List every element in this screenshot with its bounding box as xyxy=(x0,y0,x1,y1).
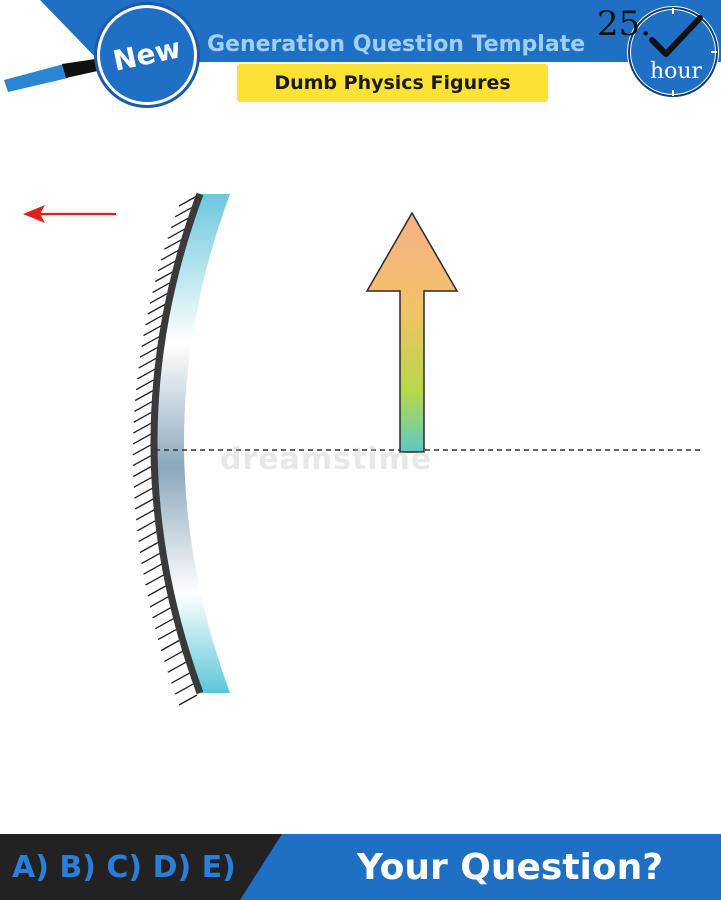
new-badge: New xyxy=(97,5,197,105)
hatch-mark xyxy=(138,531,157,543)
hatch-mark xyxy=(167,661,187,673)
header-band xyxy=(40,0,721,62)
hatch-mark xyxy=(134,487,153,499)
clock-unit: hour xyxy=(649,59,703,84)
hatch-mark xyxy=(160,639,180,652)
hatch-mark xyxy=(154,618,174,630)
hatch-mark xyxy=(139,541,159,554)
hatch-mark xyxy=(147,303,167,315)
hatch-mark xyxy=(178,694,198,706)
hatch-mark xyxy=(141,552,161,564)
subtitle-box: Dumb Physics Figures xyxy=(237,64,548,102)
red-arrow-head xyxy=(23,205,45,223)
hatch-mark xyxy=(133,476,153,488)
hatch-mark xyxy=(174,206,194,218)
hatch-mark xyxy=(139,346,159,358)
hatch-mark xyxy=(136,520,156,532)
hatch-mark xyxy=(135,509,155,521)
header-band-shape xyxy=(40,0,721,62)
hatch-mark xyxy=(136,368,156,380)
question-prompt: Your Question? xyxy=(356,847,664,888)
hatch-mark xyxy=(132,433,152,445)
answer-options: A) B) C) D) E) xyxy=(12,850,236,885)
hatch-mark xyxy=(143,563,162,575)
concave-mirror-glass xyxy=(154,194,230,693)
mirror-figure xyxy=(23,192,700,706)
hatch-mark xyxy=(147,585,167,597)
new-badge-label: New xyxy=(110,31,184,78)
hatch-mark xyxy=(157,260,177,272)
clock-number: 25. xyxy=(597,4,652,44)
hatch-mark xyxy=(133,411,153,423)
hatch-mark xyxy=(157,629,177,641)
hatch-mark xyxy=(138,357,157,369)
hatch-mark xyxy=(143,325,162,337)
hatch-mark xyxy=(132,465,152,478)
hatch-mark xyxy=(167,227,187,239)
template-title: Generation Question Template xyxy=(207,32,586,57)
hatch-mark xyxy=(134,389,154,402)
hatch-mark xyxy=(134,400,153,412)
hatch-mark xyxy=(145,314,164,326)
hatch-mark xyxy=(149,292,169,304)
hatch-mark xyxy=(152,607,171,619)
pen-icon xyxy=(4,58,102,92)
hatch-mark xyxy=(154,270,174,283)
hatch-mark xyxy=(135,379,155,391)
mirror-hatching xyxy=(132,195,198,706)
hatch-mark xyxy=(132,455,152,467)
hatch-mark xyxy=(164,238,183,250)
clock-icon xyxy=(627,6,719,98)
hatch-mark xyxy=(134,498,154,510)
subtitle: Dumb Physics Figures xyxy=(274,72,511,94)
hatch-mark xyxy=(160,249,180,261)
hatch-mark xyxy=(132,444,152,456)
hatch-mark xyxy=(174,683,194,695)
hatch-mark xyxy=(170,672,190,684)
hatch-mark xyxy=(164,650,183,662)
hatch-mark xyxy=(149,596,169,608)
hatch-mark xyxy=(132,422,152,434)
footer-band xyxy=(0,834,721,900)
object-arrow xyxy=(365,211,459,453)
watermark: dreamstime xyxy=(220,442,433,477)
hatch-mark xyxy=(152,281,171,293)
hatch-mark xyxy=(145,574,164,586)
hatch-mark xyxy=(170,217,190,229)
hatch-mark xyxy=(141,335,161,347)
concave-mirror-back xyxy=(150,192,204,695)
hatch-mark xyxy=(178,195,198,207)
